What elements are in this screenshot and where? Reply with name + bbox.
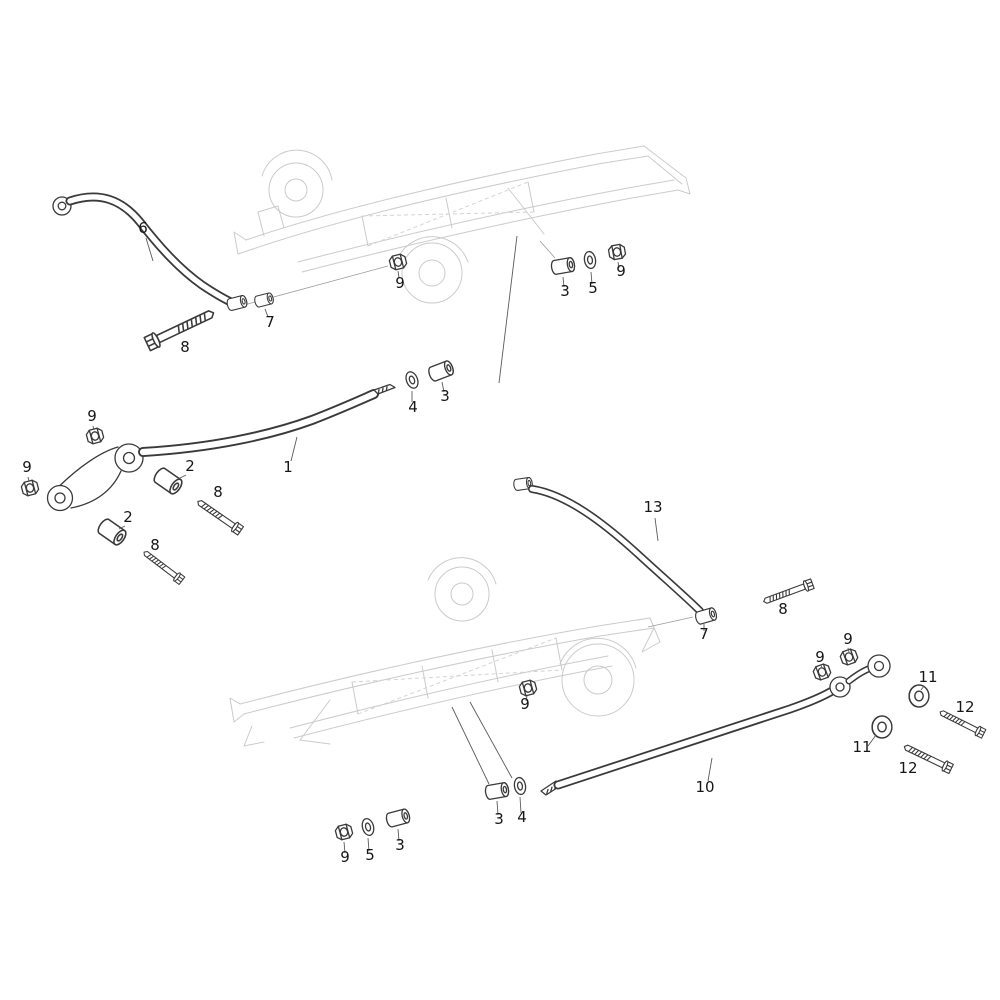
- nut-9-c: [84, 426, 106, 446]
- part-label-9: 9: [815, 648, 825, 666]
- chassis-outline-front: [233, 145, 691, 304]
- bushing-7-a: [253, 291, 275, 309]
- bolt-8-c: [140, 547, 186, 586]
- part-label-2: 2: [185, 457, 195, 475]
- stabilizer-rod-6: [52, 192, 249, 312]
- part-label-7: 7: [699, 625, 709, 643]
- part-label-3: 3: [440, 387, 450, 405]
- part-label-13: 13: [643, 498, 662, 516]
- washer-5-a: [582, 250, 598, 270]
- track-rod-10: [540, 654, 891, 796]
- bushing-3-c: [483, 781, 511, 801]
- part-labels: 6 8 7 9 3 5 9 4 3 1 9 9 2 8 2 8 13 8 7 9…: [22, 219, 974, 866]
- part-label-4: 4: [517, 808, 527, 826]
- nut-9-d: [19, 478, 41, 498]
- part-label-12: 12: [955, 698, 974, 716]
- part-label-7: 7: [265, 313, 275, 331]
- track-rod-13: [512, 476, 704, 615]
- part-label-5: 5: [588, 279, 598, 297]
- part-label-2: 2: [123, 508, 133, 526]
- part-label-9: 9: [87, 407, 97, 425]
- nut-9-a: [387, 252, 409, 272]
- bushing-2-a: [151, 465, 185, 497]
- part-label-1: 1: [283, 458, 293, 476]
- part-label-8: 8: [778, 600, 788, 618]
- part-label-8: 8: [180, 338, 190, 356]
- part-label-3: 3: [494, 810, 504, 828]
- part-label-10: 10: [695, 778, 714, 796]
- part-label-3: 3: [560, 282, 570, 300]
- bolt-8-d: [761, 577, 815, 608]
- nut-9-h: [333, 822, 355, 842]
- bushing-3-d: [384, 807, 412, 829]
- part-label-6: 6: [138, 219, 148, 237]
- part-label-9: 9: [616, 262, 626, 280]
- chassis-outline-rear: [229, 557, 661, 747]
- part-label-9: 9: [395, 274, 405, 292]
- washer-4-a: [403, 369, 421, 391]
- bushing-3-a: [549, 256, 577, 276]
- part-label-8: 8: [213, 483, 223, 501]
- part-label-3: 3: [395, 836, 405, 854]
- axis-lines: [243, 235, 694, 785]
- part-label-11: 11: [918, 668, 937, 686]
- part-label-9: 9: [520, 695, 530, 713]
- washer-5-b: [359, 816, 377, 838]
- part-label-9: 9: [843, 630, 853, 648]
- leader-lines: [27, 237, 925, 854]
- part-label-9: 9: [340, 848, 350, 866]
- part-label-4: 4: [408, 398, 418, 416]
- washer-4-b: [512, 776, 528, 796]
- part-label-11: 11: [852, 738, 871, 756]
- part-label-5: 5: [365, 846, 375, 864]
- part-label-12: 12: [898, 759, 917, 777]
- bushing-3-b: [426, 359, 456, 383]
- nut-9-b: [607, 243, 627, 261]
- bushing-11-b: [871, 715, 893, 739]
- torque-arm-1: [46, 383, 396, 512]
- bolt-8-b: [194, 496, 245, 536]
- part-label-8: 8: [150, 536, 160, 554]
- bushing-11-a: [908, 684, 930, 708]
- part-label-9: 9: [22, 458, 32, 476]
